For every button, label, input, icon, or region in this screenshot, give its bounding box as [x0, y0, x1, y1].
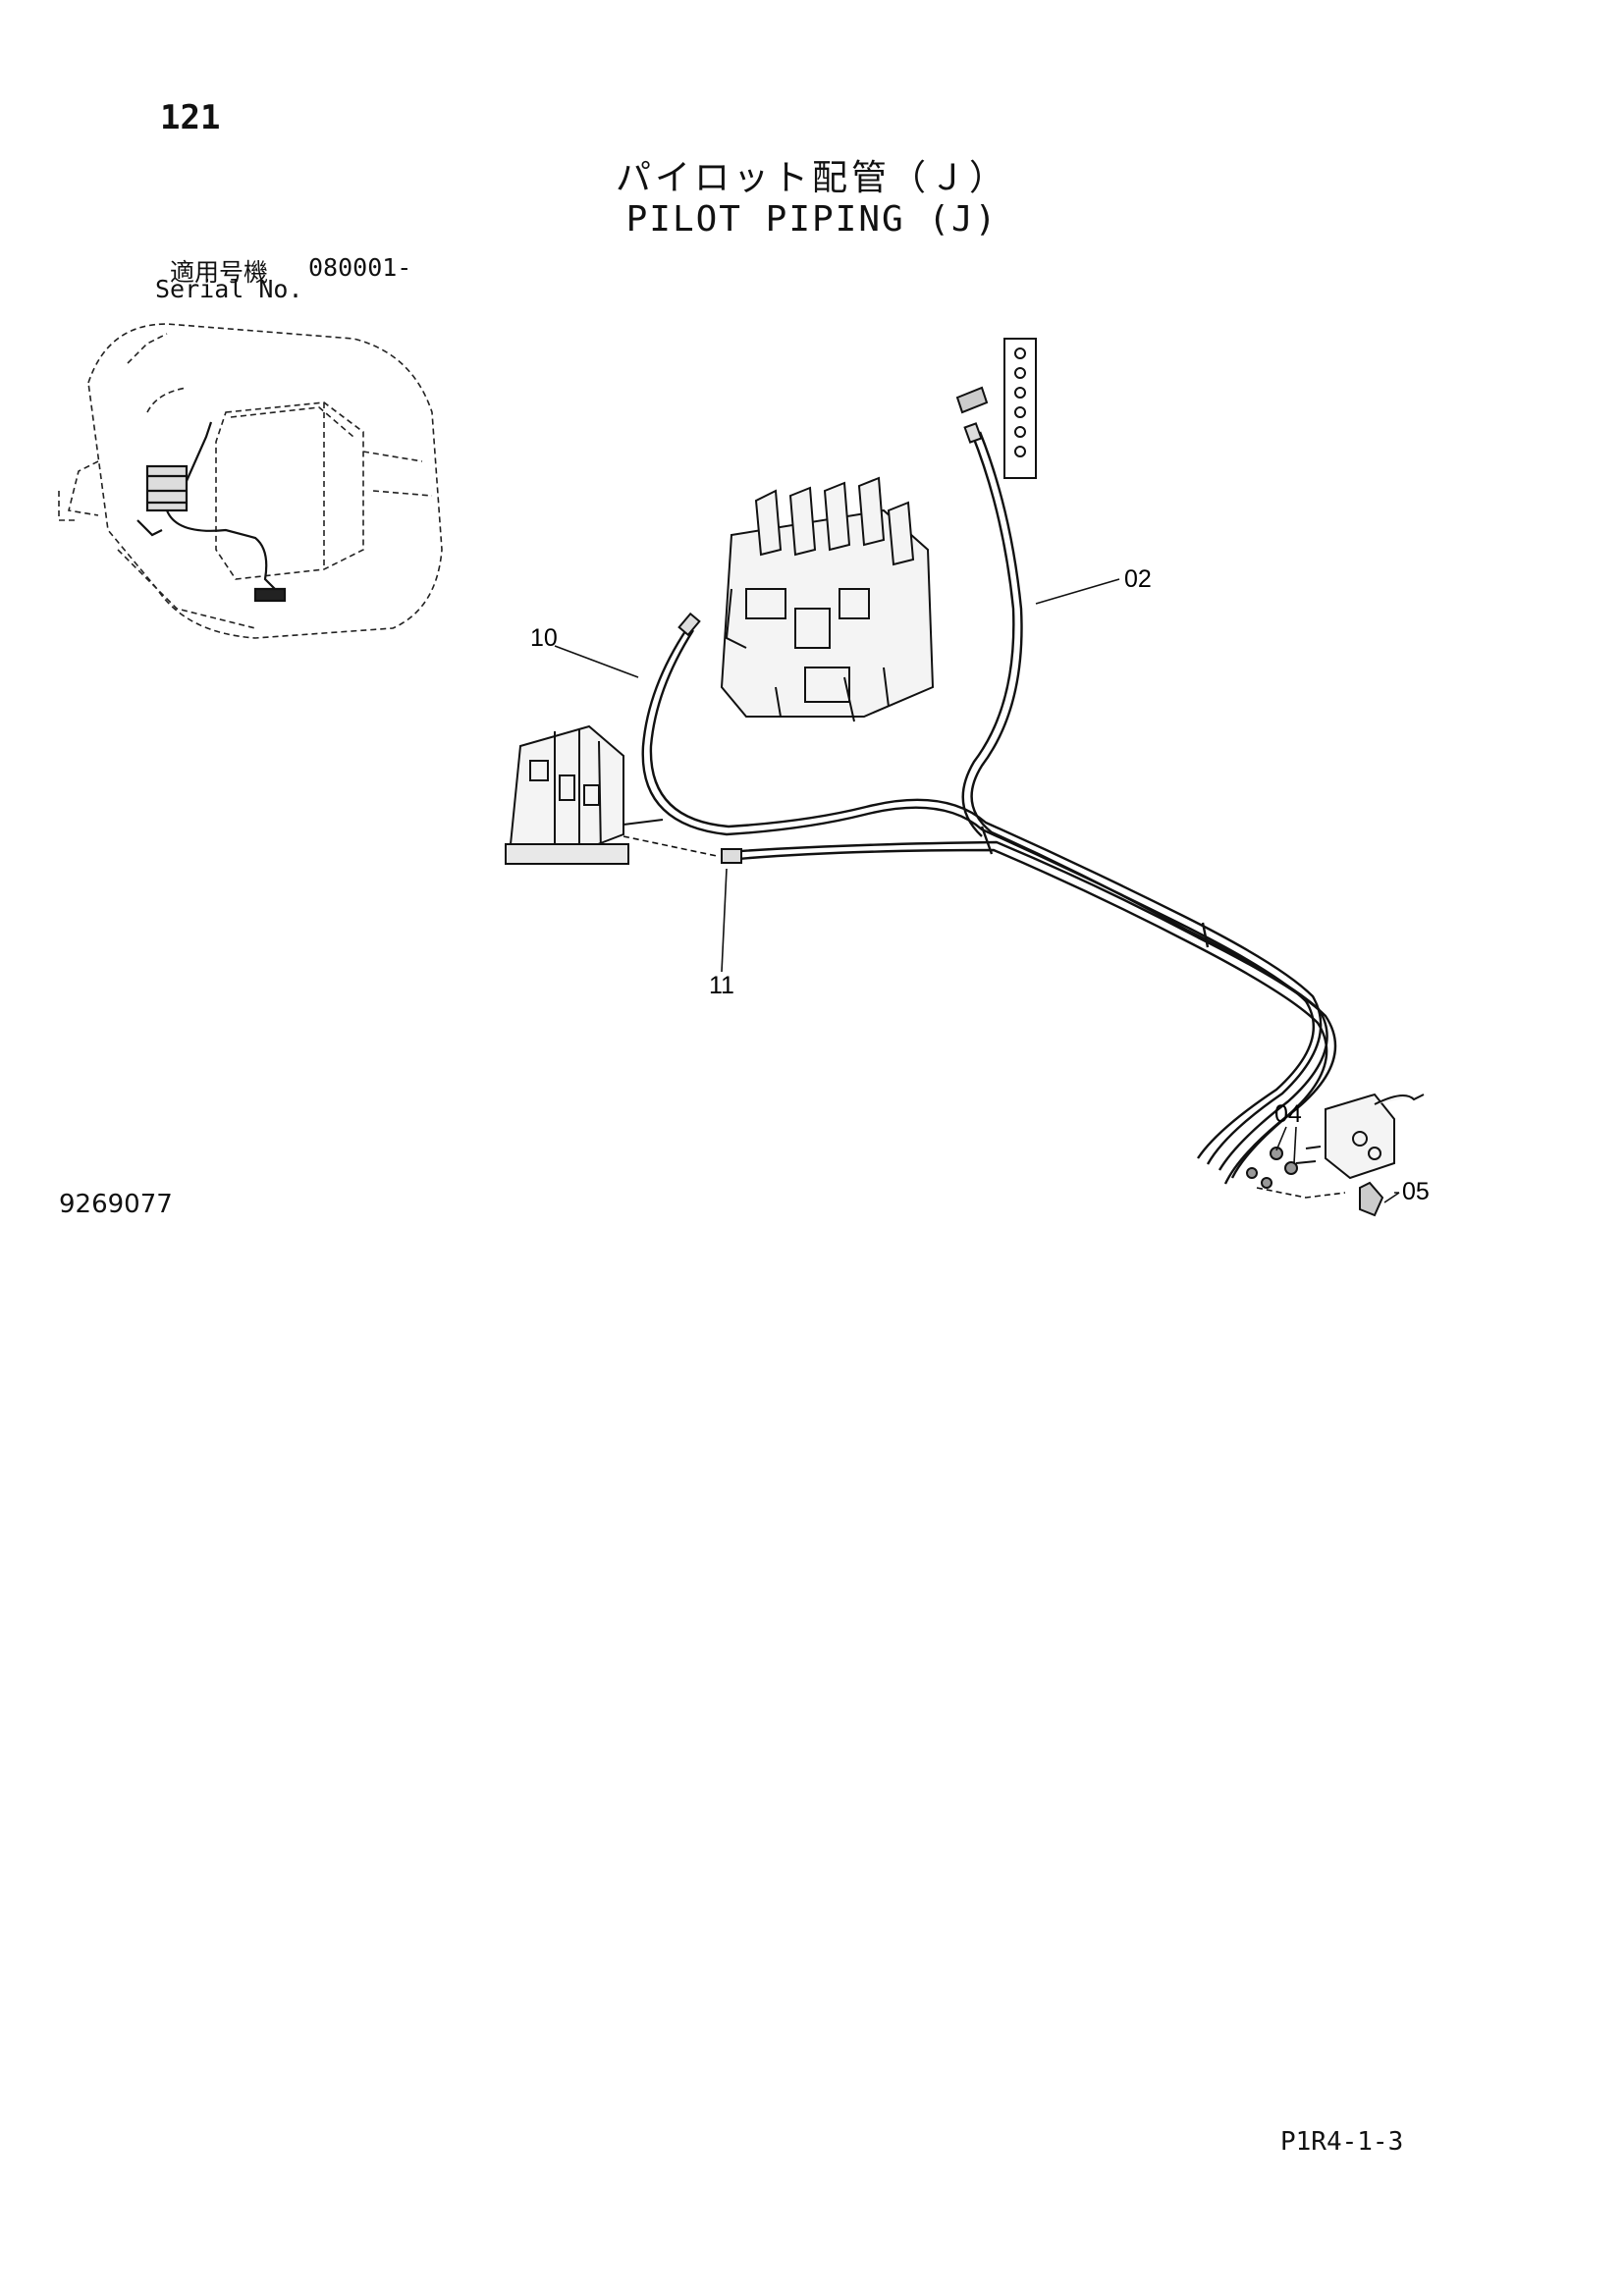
port-block [955, 338, 1037, 479]
hose-fittings [677, 422, 983, 864]
left-valve-unit [505, 724, 664, 865]
callout-02: 02 [1124, 565, 1152, 593]
page-number: 121 [160, 98, 221, 137]
callout-11: 11 [709, 972, 734, 999]
control-valve [720, 476, 935, 722]
serial-value: 080001- [308, 253, 412, 282]
hoses [641, 431, 1337, 1185]
leader-lines [554, 578, 1400, 1203]
overview-valve-highlight [136, 421, 287, 603]
serial-label-en: Serial No. [155, 275, 303, 303]
page-title-en: PILOT PIPING (J) [625, 199, 999, 240]
callout-10: 10 [530, 624, 558, 652]
drawing-number: 9269077 [59, 1190, 173, 1219]
callout-04: 04 [1274, 1100, 1302, 1128]
solenoid-block [1246, 1093, 1425, 1217]
pilot-piping-diagram: 02 04 05 10 11 [58, 323, 1430, 1217]
page-code: P1R4-1-3 [1280, 2127, 1404, 2157]
serial-label-jp: 適用号機 [170, 258, 269, 287]
overview-machine-illustration [58, 323, 443, 639]
page-title-jp: パイロット配管（Ｊ） [615, 158, 1008, 198]
callout-05: 05 [1402, 1178, 1430, 1205]
